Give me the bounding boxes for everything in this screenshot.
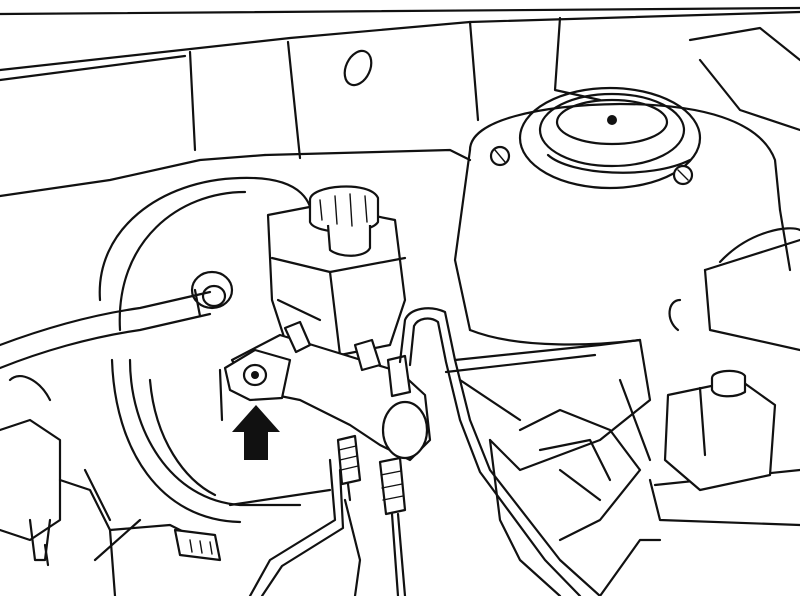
vacuum-hose [0,288,212,370]
strut-tower [453,86,792,332]
master-cylinder [223,185,432,462]
electrical-connectors [0,374,222,596]
brake-booster [98,176,314,524]
firewall-hole [343,49,373,87]
battery-housing [648,227,800,527]
engine-lower-area [458,328,662,596]
firewall-panel [0,6,800,198]
washer-reservoir [663,369,777,492]
brake-lines [228,307,642,596]
callout-arrow-up [232,405,280,460]
